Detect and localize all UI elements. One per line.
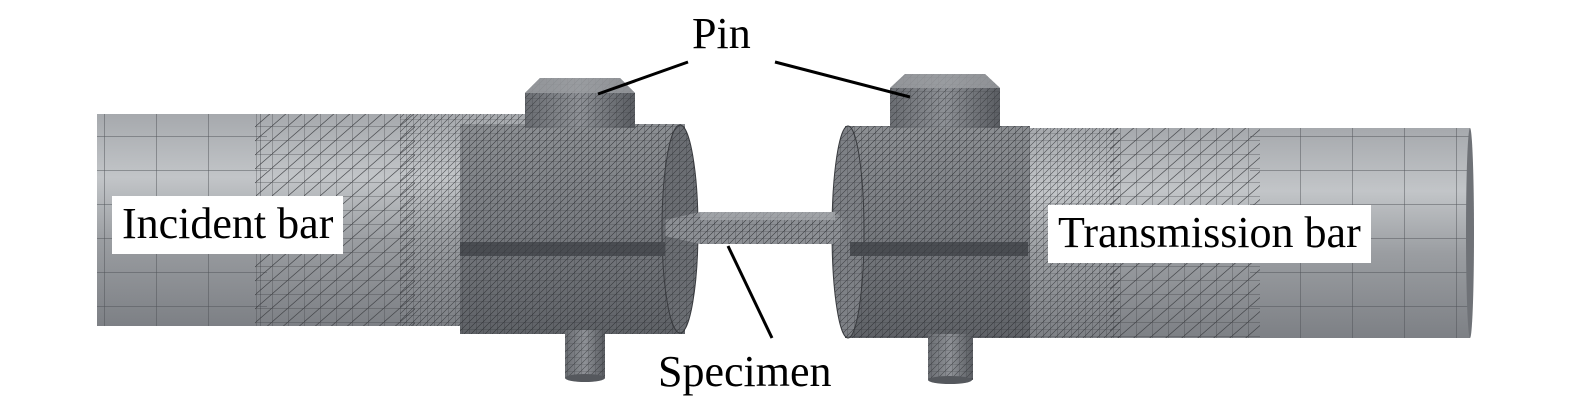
leader-line-specimen <box>726 245 774 339</box>
specimen-body <box>665 212 842 244</box>
pin-bottom-left <box>565 330 605 382</box>
transmission-clamp <box>831 125 1030 339</box>
specimen-label: Specimen <box>658 347 832 396</box>
pin-label: Pin <box>692 9 751 58</box>
pin-top-right <box>890 74 1000 128</box>
transmission-bar-label: Transmission bar <box>1048 205 1371 263</box>
leader-line-pin-left <box>597 60 689 96</box>
incident-clamp <box>460 124 699 334</box>
incident-bar-label: Incident bar <box>112 196 344 254</box>
leader-line-pin-right <box>774 60 911 99</box>
pin-bottom-right <box>928 334 973 384</box>
